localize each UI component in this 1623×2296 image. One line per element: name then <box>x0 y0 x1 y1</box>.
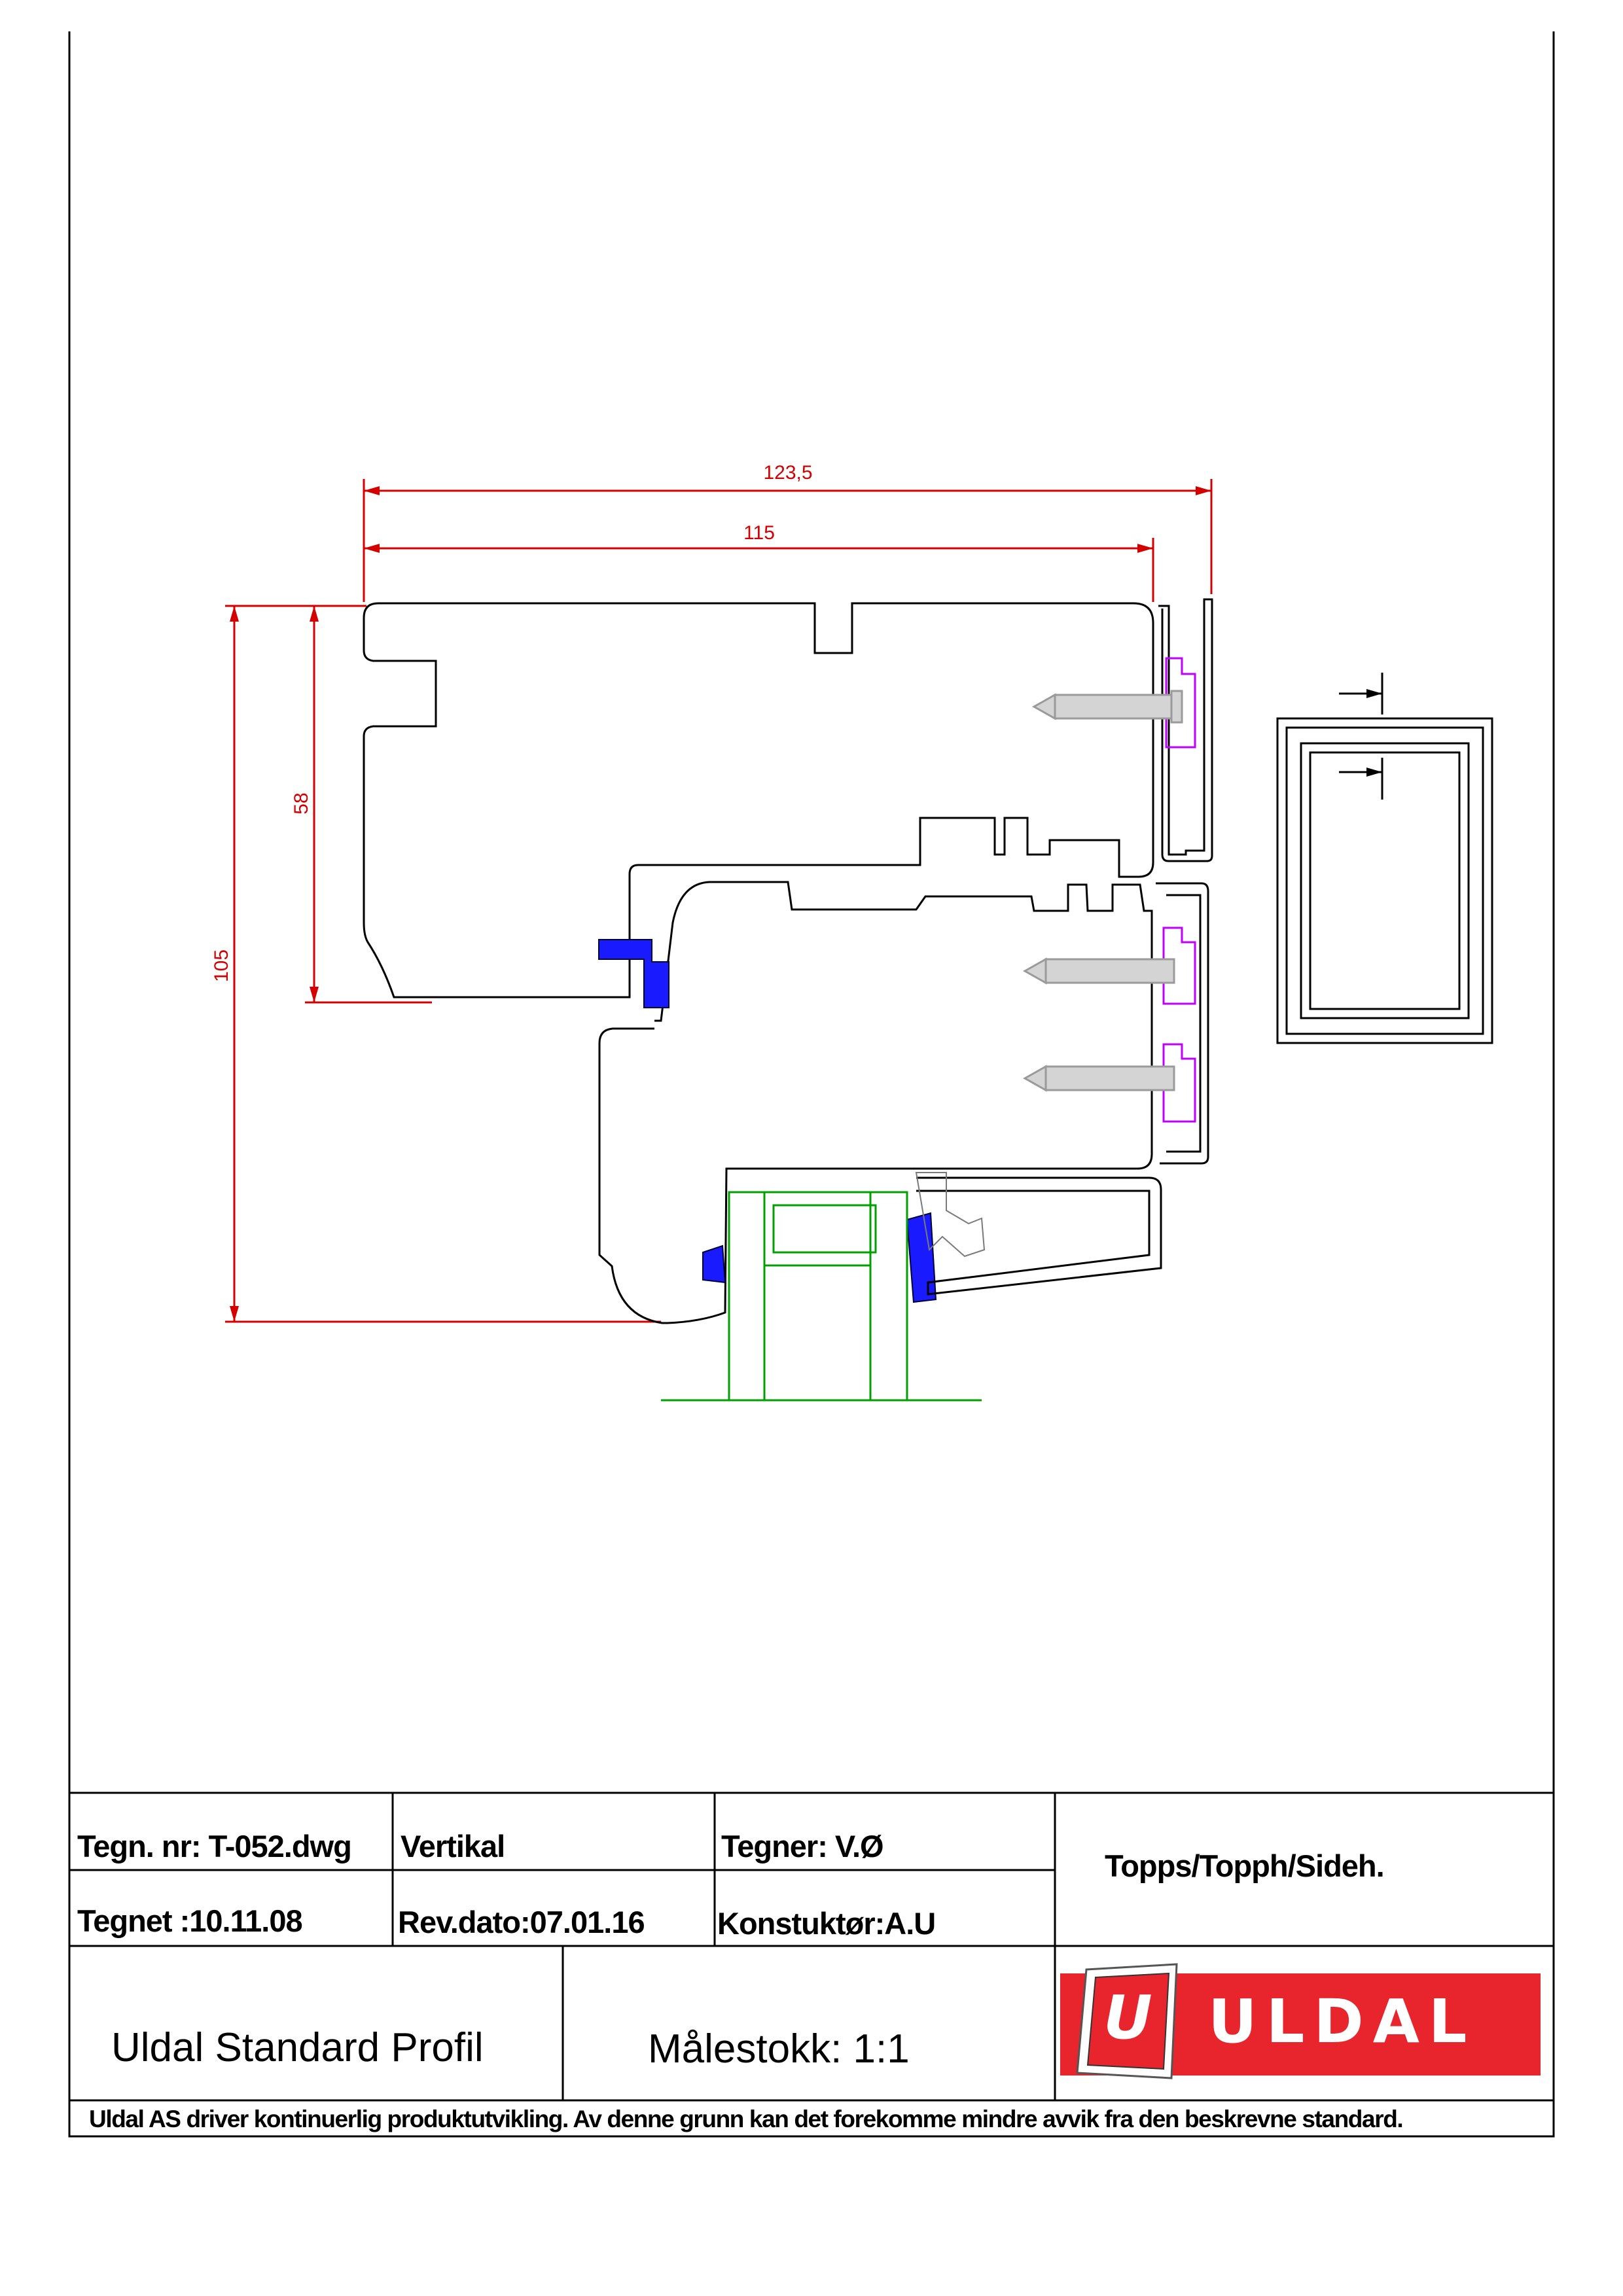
drawn-date: Tegnet :10.11.08 <box>77 1903 303 1938</box>
bottom-clip-channel <box>1156 882 1209 1165</box>
glass-profile <box>661 1191 982 1402</box>
scale-label: Målestokk: 1:1 <box>648 2026 910 2072</box>
logo-wordmark: ULDAL <box>1208 1987 1476 2057</box>
drawing-number: Tegn. nr: T-052.dwg <box>77 1829 352 1863</box>
dimension-arrows <box>230 486 1211 1322</box>
glazing-bead <box>916 1176 1162 1296</box>
gaskets <box>598 939 937 1303</box>
title-block-grid <box>68 1792 1555 2138</box>
orientation-label: Vertikal <box>401 1829 505 1863</box>
dimension-label-sash-height: 58 <box>291 792 312 814</box>
screw-icon <box>1022 1065 1175 1092</box>
section-detail <box>1276 673 1493 1044</box>
disclaimer-text: Uldal AS driver kontinuerlig produktutvi… <box>89 2106 1404 2132</box>
screw-icon <box>1031 690 1183 724</box>
product-type-label: Topps/Topph/Sideh. <box>1105 1848 1385 1883</box>
dimension-lines <box>225 479 1213 1323</box>
sheet-border <box>68 31 1555 2136</box>
logo-letter: U <box>1103 1983 1152 2053</box>
drafter-label: Tegner: V.Ø <box>721 1829 884 1863</box>
screw-icon <box>1022 957 1175 985</box>
dimension-label-total-height: 105 <box>211 949 232 982</box>
frame-profile <box>598 881 1153 1324</box>
revision-date: Rev.dato:07.01.16 <box>398 1905 645 1939</box>
mounting-clips <box>1162 657 1196 1123</box>
dimension-label-frame-width: 115 <box>743 522 775 544</box>
profile-name: Uldal Standard Profil <box>111 2025 484 2070</box>
dimension-label-overall-width: 123,5 <box>763 462 812 484</box>
bead-clip <box>915 1172 986 1258</box>
sash-profile <box>363 602 1154 998</box>
section-detail-arrows <box>1366 689 1382 777</box>
screw-icon-group <box>1022 690 1183 1092</box>
uldal-logo <box>1060 1963 1541 2079</box>
top-clip-channel <box>1158 598 1213 862</box>
designer-label: Konstuktør:A.U <box>717 1906 936 1941</box>
